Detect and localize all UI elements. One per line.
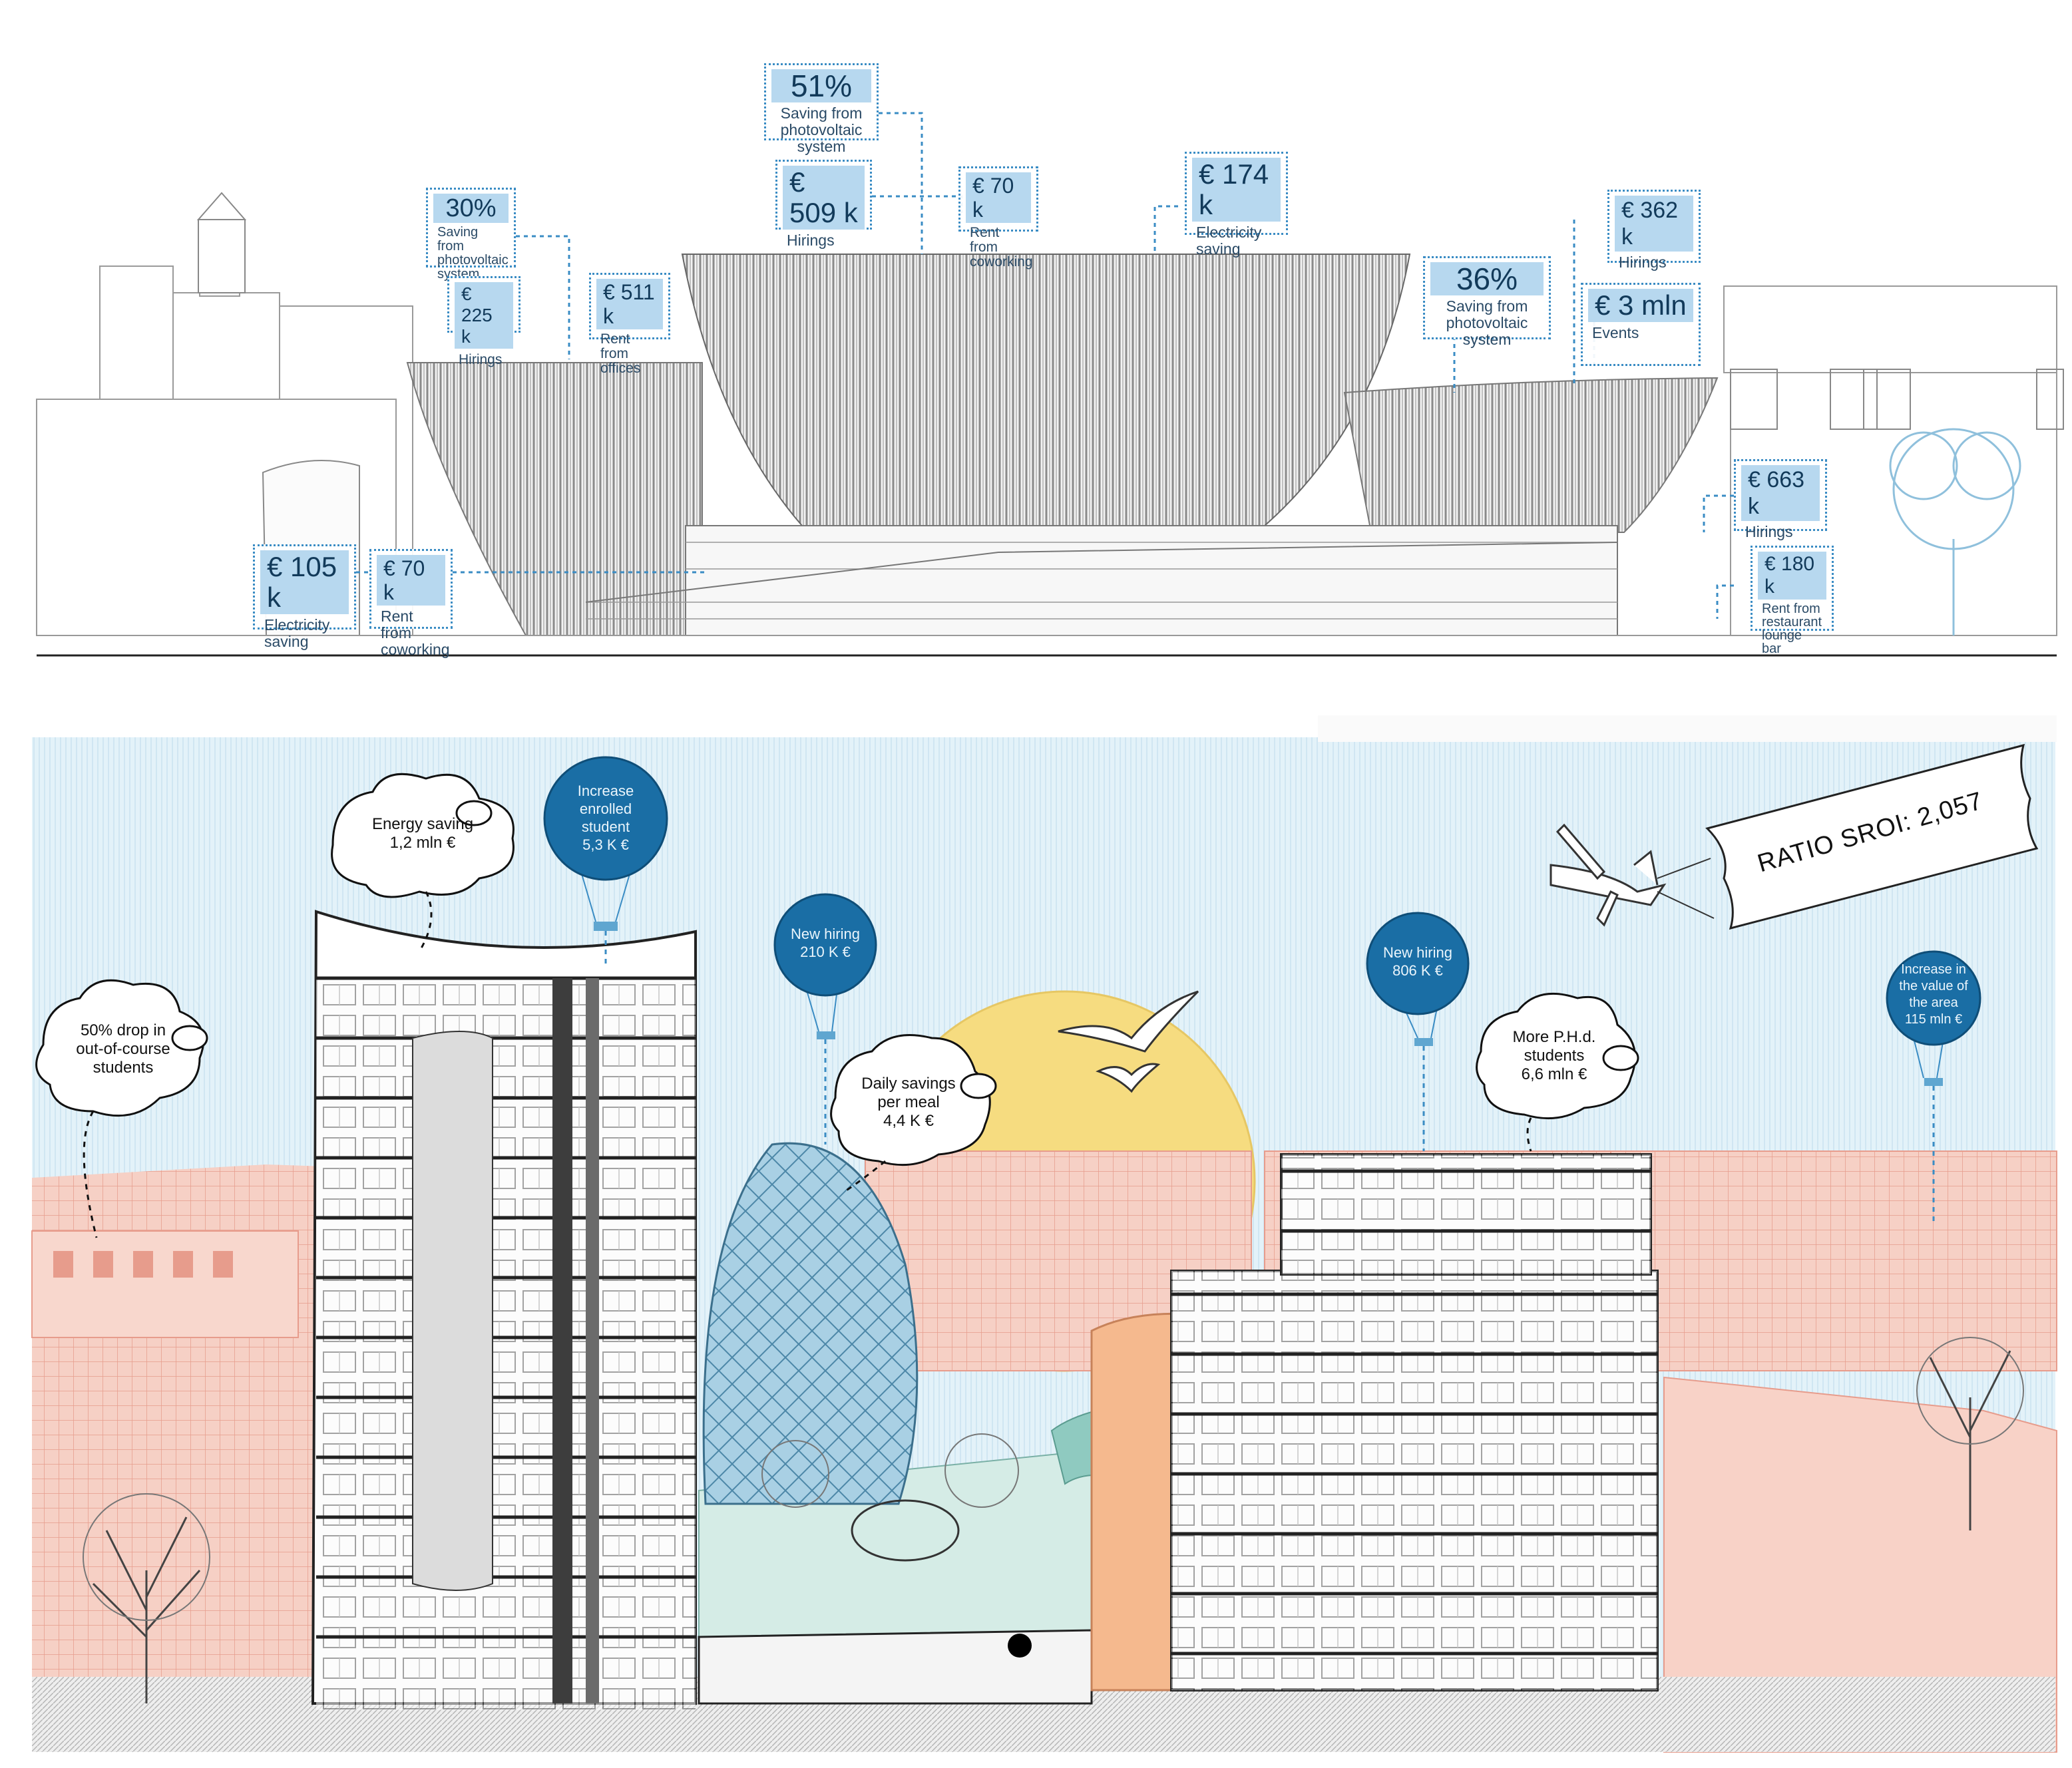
axonometric-drawing xyxy=(31,715,2057,1753)
hirings-509k-label: € 509 k Hirings xyxy=(775,160,872,249)
cloud-line: out-of-course xyxy=(76,1040,170,1058)
description: Hirings xyxy=(787,232,835,249)
value: 30% xyxy=(433,194,509,223)
balloon-line: Increase in xyxy=(1901,962,1966,977)
value: € 70 k xyxy=(377,555,445,606)
description: Saving from photovoltaic system xyxy=(780,104,863,155)
cloud-line: 6,6 mln € xyxy=(1521,1065,1587,1083)
electricity-saving-174k-label: € 174 k Electricity saving xyxy=(1185,152,1288,258)
cloud-line: students xyxy=(1524,1047,1585,1065)
hirings-225k-label: € 225 k Hirings xyxy=(447,276,520,367)
daily-savings-cloud: Daily savings per meal 4,4 K € xyxy=(835,1075,982,1131)
events-3mln-label: € 3 mln Events xyxy=(1581,283,1701,366)
phd-students-cloud: More P.H.d. students 6,6 mln € xyxy=(1481,1028,1627,1084)
value: € 663 k xyxy=(1741,465,1820,521)
value: € 174 k xyxy=(1192,158,1281,222)
description: Hirings xyxy=(1619,254,1667,271)
cloud-line: 1,2 mln € xyxy=(389,834,456,852)
description: Electricity saving xyxy=(264,616,330,650)
cloud-line: More P.H.d. xyxy=(1512,1028,1596,1046)
value: € 362 k xyxy=(1615,196,1693,252)
rent-coworking-70k-top-label: € 70 k Rent from coworking xyxy=(958,166,1038,269)
energy-saving-cloud: Energy saving 1,2 mln € xyxy=(336,815,509,852)
cloud-line: Daily savings xyxy=(861,1075,956,1093)
new-hiring-210k-balloon: New hiring 210 K € xyxy=(779,925,872,961)
pv-saving-36-label: 36% Saving from photovoltaic system xyxy=(1423,256,1551,348)
rent-coworking-70k-bottom-label: € 70 k Rent from coworking xyxy=(369,549,453,658)
cloud-line: 50% drop in xyxy=(80,1021,166,1039)
drop-students-cloud: 50% drop in out-of-course students xyxy=(43,1021,203,1077)
balloon-line: New hiring xyxy=(791,926,860,942)
description: Electricity saving xyxy=(1196,224,1262,258)
description: Rent from restaurant lounge bar xyxy=(1762,602,1822,656)
electricity-saving-105k-label: € 105 k Electricity saving xyxy=(253,544,356,650)
balloon-line: 210 K € xyxy=(800,944,851,960)
value: € 180 k xyxy=(1758,552,1826,600)
value: € 3 mln xyxy=(1588,289,1693,322)
description: Events xyxy=(1592,324,1639,341)
hirings-663k-label: € 663 k Hirings xyxy=(1734,459,1827,540)
pv-saving-51-label: 51% Saving from photovoltaic system xyxy=(764,63,879,155)
rent-restaurant-180k-label: € 180 k Rent from restaurant lounge bar xyxy=(1751,546,1834,655)
description: Hirings xyxy=(1745,523,1793,540)
balloon-line: 806 K € xyxy=(1392,962,1443,979)
description: Rent from offices xyxy=(600,331,641,376)
description: Rent from coworking xyxy=(381,608,450,658)
value: 36% xyxy=(1430,262,1544,295)
balloon-line: 5,3 K € xyxy=(582,836,629,853)
description: Saving from photovoltaic system xyxy=(437,225,509,281)
value: € 511 k xyxy=(596,279,663,329)
rent-offices-511k-label: € 511 k Rent from offices xyxy=(589,273,670,376)
balloon-line: 115 mln € xyxy=(1904,1012,1963,1027)
description: Saving from photovoltaic system xyxy=(1446,297,1528,348)
balloon-line: enrolled xyxy=(579,800,632,817)
cloud-line: per meal xyxy=(877,1093,940,1111)
value: € 70 k xyxy=(966,172,1031,223)
value: € 509 k xyxy=(783,166,865,230)
value: € 105 k xyxy=(260,550,349,614)
hirings-362k-label: € 362 k Hirings xyxy=(1607,190,1701,271)
description: Rent from coworking xyxy=(970,225,1033,269)
balloon-line: New hiring xyxy=(1383,944,1452,961)
description: Hirings xyxy=(459,352,503,367)
cloud-line: Energy saving xyxy=(371,815,474,833)
balloon-line: student xyxy=(581,818,630,835)
cloud-line: students xyxy=(93,1059,154,1077)
enrolled-student-balloon: Increase enrolled student 5,3 K € xyxy=(552,782,659,854)
area-value-balloon: Increase in the value of the area 115 ml… xyxy=(1890,962,1977,1028)
balloon-line: the area xyxy=(1909,995,1958,1010)
balloon-line: the value of xyxy=(1899,979,1968,993)
balloon-line: Increase xyxy=(577,783,634,799)
value: 51% xyxy=(771,69,871,102)
new-hiring-806k-balloon: New hiring 806 K € xyxy=(1371,944,1464,979)
value: € 225 k xyxy=(455,282,513,349)
cloud-line: 4,4 K € xyxy=(883,1112,934,1130)
pv-saving-30-label: 30% Saving from photovoltaic system xyxy=(426,188,516,281)
